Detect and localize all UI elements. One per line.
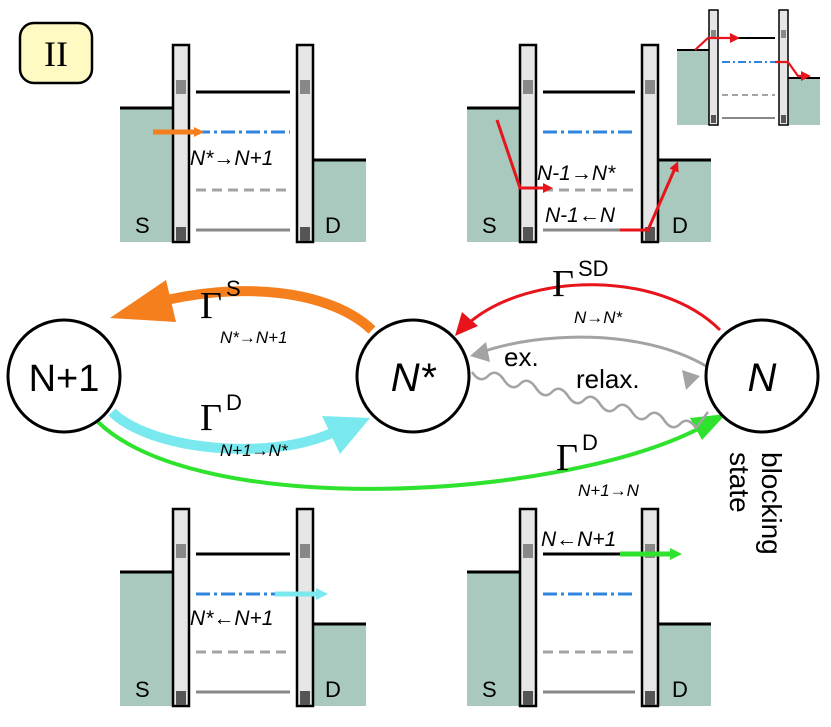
state-label: N* [391,356,437,400]
state-n: N [704,318,820,434]
blocking-state-label: blocking state [724,452,787,563]
inset-panel [677,9,820,126]
transition-label: N*←N+1 [190,607,273,630]
rate-sup: D [226,390,242,415]
excitation-label: ex. [504,342,539,372]
panel-bottom-right: S D N←N+1 [467,507,711,708]
source-barrier [171,43,191,244]
panel-top-right: S D N-1→N* N-1←N [467,43,711,244]
drain-label: D [672,213,688,238]
transition-label-2: N-1←N [545,204,616,227]
rate-label-sd: Γ SD N→N* [552,256,624,327]
source-label: S [135,213,150,238]
rate-sub: N+1→N [578,481,640,500]
excitation-arrow [481,335,707,368]
panel-label: II [44,34,68,74]
relaxation-arrow [470,371,709,431]
source-label: S [482,677,497,702]
state-n-star: N* [355,318,471,434]
rate-sub: N*→N+1 [220,328,288,347]
transition-label: N*→N+1 [190,147,273,170]
rate-arrow-sd [469,283,722,332]
state-n-plus-1: N+1 [6,318,122,434]
transition-label-1: N-1→N* [537,162,616,185]
blocking-word: blocking [756,452,787,555]
source-label: S [135,677,150,702]
rate-sub: N→N* [574,308,624,327]
drain-label: D [325,213,341,238]
gamma-symbol: Γ [556,437,578,479]
gamma-symbol: Γ [200,397,222,439]
relaxation-label: relax. [576,364,640,394]
source-label: S [482,213,497,238]
rate-label-d2: Γ D N+1→N [556,430,640,500]
rate-arrow-d1 [108,408,337,454]
transition-label: N←N+1 [541,528,616,551]
rate-label-s: Γ S N*→N+1 [200,276,288,347]
rate-arrow-d2 [96,420,701,491]
rate-sup: S [226,276,241,301]
panel-top-left: S D N*→N+1 [120,43,366,244]
state-label: N [748,356,777,400]
panel-label-box: II [18,21,94,85]
state-word: state [724,452,755,513]
drain-barrier [295,43,315,244]
gamma-symbol: Γ [552,263,574,305]
drain-label: D [325,677,341,702]
drain-label: D [672,677,688,702]
state-label: N+1 [29,358,100,400]
drain-lead [313,160,366,242]
rate-arrow-s [148,286,376,334]
rate-sub: N+1→N* [220,441,289,460]
rate-sup: SD [578,256,609,281]
gamma-symbol: Γ [200,285,222,327]
rate-sup: D [582,430,598,455]
panel-bottom-left: S D N*←N+1 [120,507,366,708]
rate-label-d1: Γ D N+1→N* [200,390,289,460]
